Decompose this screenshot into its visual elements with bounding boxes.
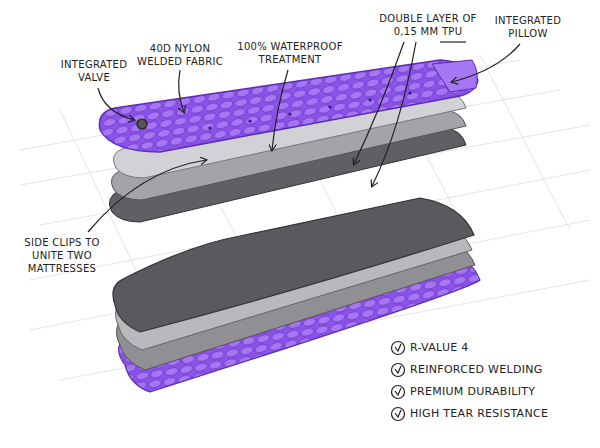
callout-label: DOUBLE LAYER OF 0,15 MM TPU bbox=[379, 12, 477, 38]
callout-label: 100% WATERPROOF TREATMENT bbox=[236, 40, 344, 66]
callout-label: 40D NYLON WELDED FABRIC bbox=[133, 42, 228, 68]
callout-label: INTEGRATED VALVE bbox=[54, 58, 134, 84]
check-icons bbox=[392, 342, 405, 421]
feature-item: HIGH TEAR RESISTANCE bbox=[410, 407, 548, 421]
callout-label: INTEGRATED PILLOW bbox=[488, 14, 568, 40]
feature-item: REINFORCED WELDING bbox=[410, 363, 543, 377]
leader-lines bbox=[88, 42, 520, 232]
callout-label: SIDE CLIPS TO UNITE TWO MATTRESSES bbox=[16, 236, 108, 275]
feature-item: R-VALUE 4 bbox=[410, 341, 469, 355]
feature-item: PREMIUM DURABILITY bbox=[410, 385, 535, 399]
